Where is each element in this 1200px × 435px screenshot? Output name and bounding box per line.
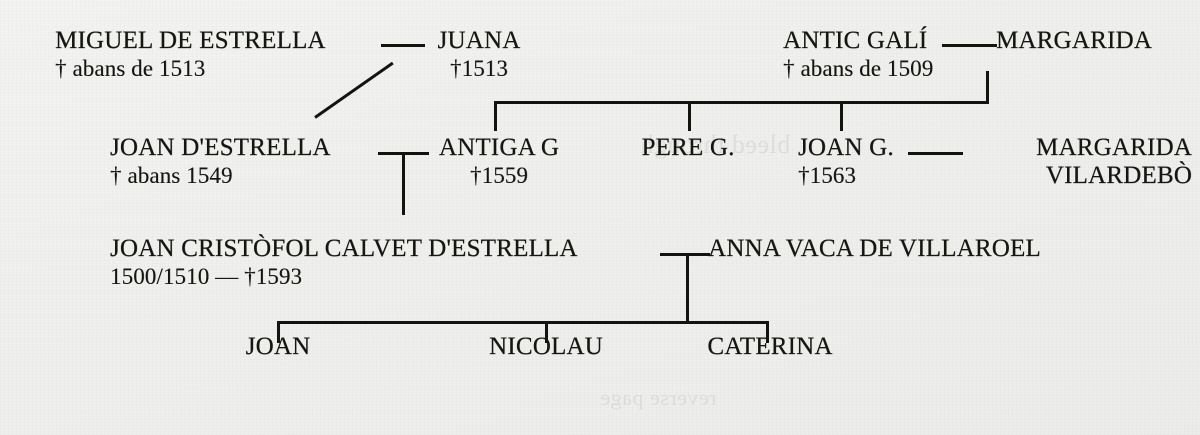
sibling-drop-pere (688, 101, 691, 131)
person-name: ANTIGA G (438, 134, 560, 161)
person-date: † abans 1549 (110, 162, 233, 188)
person-name: ANNA VACA DE VILLAROEL (708, 235, 1041, 262)
person-name: MARGARIDA (1036, 134, 1192, 161)
sibling-drop-caterina (766, 321, 769, 343)
person-name: PERE G. (641, 134, 735, 161)
person-name: ANTIC GALÍ (783, 27, 928, 54)
marriage-line-antic-margarida (942, 44, 997, 47)
descent-line-juana-to-joan-estrella (314, 61, 394, 119)
person-joan-destrella: JOAN D'ESTRELLA † abans 1549 (110, 135, 331, 187)
sibling-drop-joan (277, 321, 280, 343)
person-nicolau: NICOLAU (470, 334, 622, 360)
person-date: † abans de 1509 (783, 55, 934, 81)
sibling-drop-joan-g (840, 101, 843, 131)
person-name: MARGARIDA (996, 27, 1152, 54)
person-surname: VILARDEBÒ (1045, 161, 1192, 189)
marriage-line-joang-margarida (908, 152, 963, 155)
person-name: JOAN G. (798, 134, 894, 161)
person-margarida-vilardebo: MARGARIDA VILARDEBÒ (960, 135, 1192, 188)
marriage-line-miguel-juana (381, 44, 425, 47)
sibling-drop-antiga (494, 101, 497, 131)
person-name: JOAN D'ESTRELLA (110, 134, 331, 161)
person-antic-gali: ANTIC GALÍ † abans de 1509 (783, 28, 933, 80)
person-name: JOAN CRISTÒFOL CALVET D'ESTRELLA (110, 235, 578, 262)
person-miguel-de-estrella: MIGUEL DE ESTRELLA † abans de 1513 (55, 28, 326, 80)
person-joan-g: JOAN G. †1563 (798, 135, 894, 187)
ghost-text-line-2: reverse page (600, 385, 717, 410)
descent-line-to-calvet (402, 152, 405, 215)
person-margarida: MARGARIDA (996, 28, 1152, 54)
sibling-bracket-gali-children (494, 101, 989, 104)
person-date: †1563 (798, 162, 856, 188)
person-caterina: CATERINA (690, 334, 850, 360)
person-pere-g: PERE G. (632, 135, 744, 161)
sibling-bracket-calvet-children (277, 321, 769, 324)
person-date: †1559 (470, 162, 528, 188)
person-antiga-g: ANTIGA G †1559 (427, 135, 571, 187)
sibling-drop-nicolau (545, 321, 548, 343)
person-juana: JUANA †1513 (425, 28, 533, 80)
person-joan: JOAN (217, 334, 339, 360)
person-date: 1500/1510 — †1593 (110, 263, 303, 289)
descent-line-to-calvet-children (686, 253, 689, 323)
person-name: NICOLAU (489, 333, 603, 360)
person-name: JUANA (437, 27, 521, 54)
descent-riser-gali-family (986, 71, 989, 104)
person-date: †1513 (450, 55, 508, 81)
person-anna-vaca-de-villaroel: ANNA VACA DE VILLAROEL (708, 236, 1041, 262)
person-joan-cristofol-calvet-destrella: JOAN CRISTÒFOL CALVET D'ESTRELLA 1500/15… (110, 236, 578, 288)
person-name: JOAN (245, 333, 311, 360)
person-name: MIGUEL DE ESTRELLA (55, 27, 326, 54)
person-date: † abans de 1513 (55, 55, 206, 81)
person-name: CATERINA (707, 333, 833, 360)
marriage-line-calvet-anna (660, 253, 710, 256)
